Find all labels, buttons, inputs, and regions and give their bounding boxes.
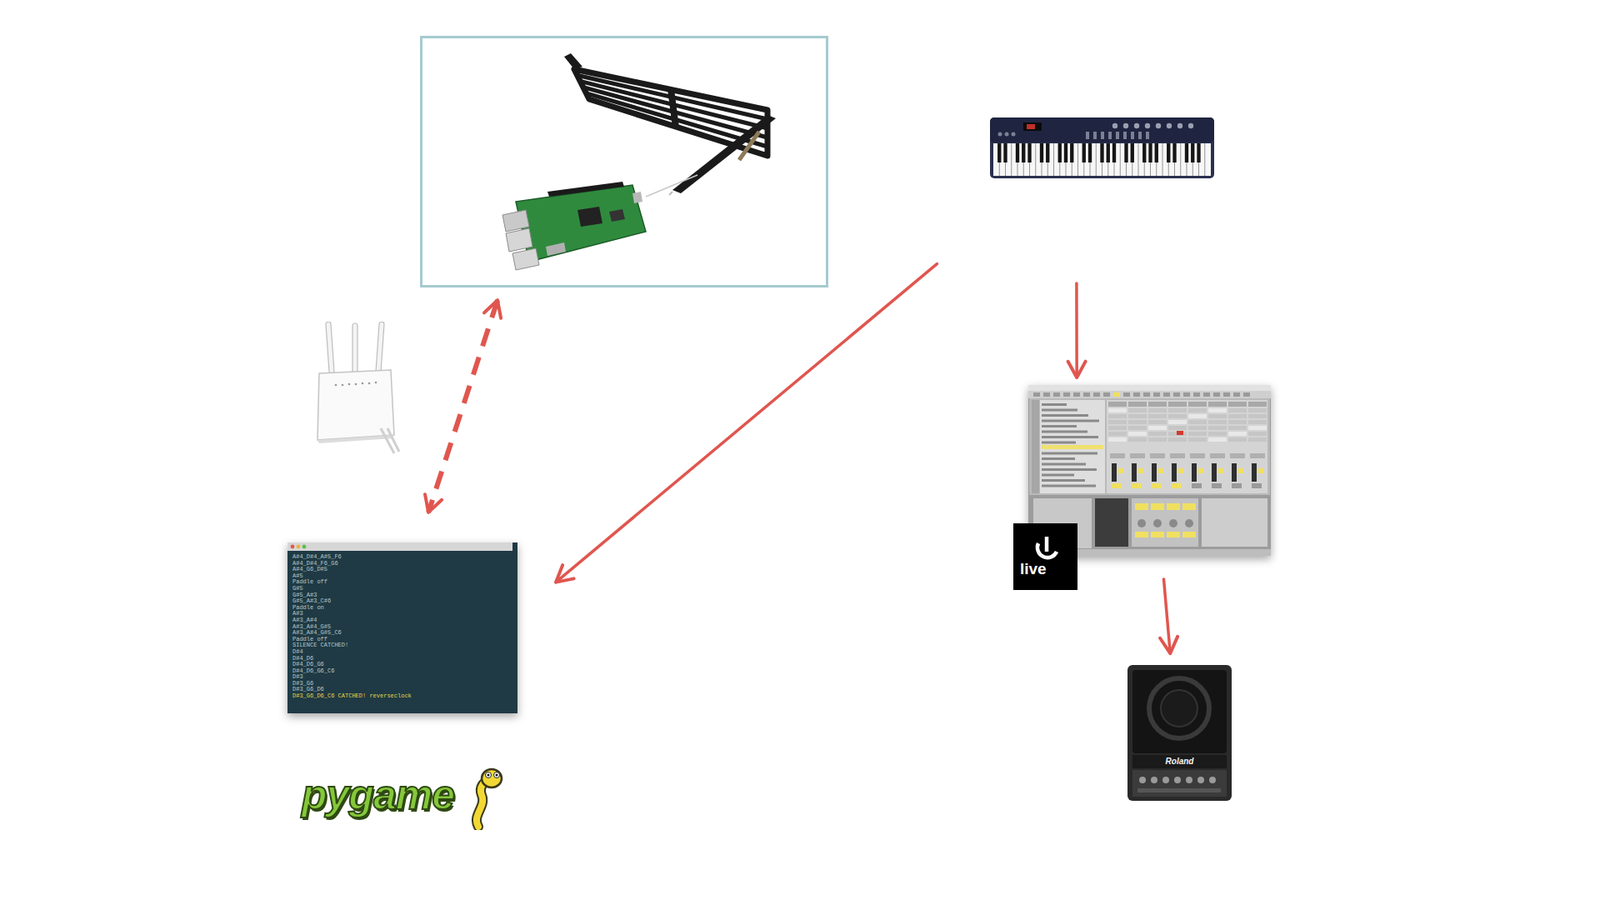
- live-logo-mark: [1013, 523, 1078, 590]
- terminal-line: G#5_A#3: [292, 592, 518, 600]
- terminal-line: A#3_A#4: [292, 617, 518, 625]
- midi-keyboard-illustration: [990, 117, 1215, 179]
- pygame-snake-icon: [463, 765, 505, 830]
- terminal-window: A#4_D#4_A#5_F6A#4_D#4_F6_G6A#4_G6_D#5A#5…: [287, 542, 518, 714]
- connector-line: [555, 264, 937, 583]
- pygame-logo-text: pygame: [301, 771, 455, 819]
- brand-logo-text: Roland: [1127, 755, 1232, 767]
- router-illustration: [310, 321, 403, 455]
- terminal-line: A#3_A#4_G#5_C6: [292, 630, 518, 637]
- arrow-connector: [1160, 579, 1178, 654]
- terminal-line: D#4_D6: [292, 655, 518, 663]
- arrow-connector: [555, 264, 937, 583]
- pygame-logo: pygame: [301, 770, 455, 820]
- terminal-line: Paddle on: [292, 605, 518, 612]
- terminal-line: D#4: [292, 649, 518, 656]
- terminal-line: D#3_G6_D6_C6 CATCHED! reverseclock: [292, 693, 518, 700]
- arrow-head: [555, 565, 575, 582]
- terminal-line: D#3_G6: [292, 680, 518, 688]
- midi-keyboard: [990, 117, 1215, 179]
- arrow-connector: [425, 300, 501, 513]
- terminal-line: G#5: [292, 585, 518, 593]
- terminal-line: A#5: [292, 573, 518, 580]
- terminal-line: D#3: [292, 674, 518, 681]
- arrow-head: [1068, 361, 1086, 378]
- terminal-line: A#4_G6_D#5: [292, 566, 518, 574]
- connector-line: [1075, 283, 1079, 378]
- terminal-line: D#4_D6_G6_C6: [292, 668, 518, 675]
- speaker-amp: Roland: [1127, 665, 1232, 801]
- terminal-line: A#3_A#4_G#5: [292, 624, 518, 631]
- terminal-line: Paddle off: [292, 636, 518, 644]
- terminal-line: G#5_A#3_C#6: [292, 598, 518, 605]
- live-logo-text: live: [1020, 560, 1047, 579]
- live-logo: live: [1013, 523, 1078, 590]
- arrow-connector: [1068, 283, 1086, 378]
- arrow-head: [425, 494, 442, 513]
- terminal-output: A#4_D#4_A#5_F6A#4_D#4_F6_G6A#4_G6_D#5A#5…: [287, 542, 518, 700]
- speaker-amp-illustration: [1127, 665, 1232, 801]
- terminal-line: D#3_G6_D6: [292, 686, 518, 694]
- connector-line: [428, 300, 498, 513]
- terminal-line: D#4_D6_G6: [292, 661, 518, 669]
- arrow-head: [1160, 636, 1178, 654]
- terminal-line: A#3: [292, 610, 518, 618]
- terminal-line: A#4_D#4_F6_G6: [292, 560, 518, 568]
- device-box: [420, 35, 829, 288]
- terminal-line: Paddle off: [292, 579, 518, 586]
- terminal-line: A#4_D#4_A#5_F6: [292, 554, 518, 561]
- terminal-line: SILENCE CATCHED!: [292, 642, 518, 650]
- device-box-illustration: [422, 38, 826, 285]
- arrow-head: [484, 300, 501, 319]
